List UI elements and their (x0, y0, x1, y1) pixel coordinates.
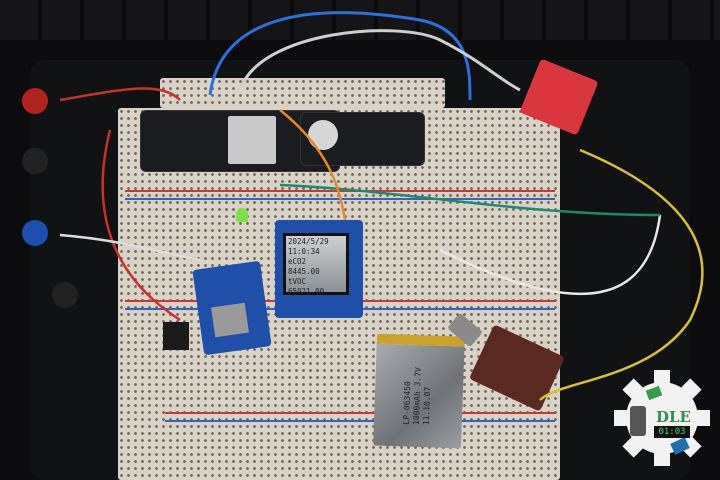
dle-logo: DLE 01:03 (612, 368, 712, 468)
white-wire-3 (59, 233, 201, 262)
orange-wire (279, 109, 347, 221)
lcd-co2-value: 8445.00 (288, 267, 320, 276)
blue-wire (208, 11, 472, 101)
logo-text: DLE (656, 408, 691, 426)
green-led (236, 208, 248, 222)
black-banana-jack (22, 148, 48, 174)
power-rail-blue-3 (165, 420, 555, 422)
lcd-co2-label: eCO2 (288, 257, 307, 266)
red-wire (59, 87, 181, 322)
wifi-module (228, 116, 276, 164)
red-banana-jack (22, 88, 48, 114)
breadboard-top-rail (160, 78, 445, 108)
coin-cell (308, 120, 338, 150)
keyboard-background (0, 0, 720, 40)
power-rail-red-3 (165, 412, 555, 414)
green-wire (279, 183, 661, 217)
lcd-voc-label: tVOC (288, 277, 307, 286)
slide-switch[interactable] (163, 322, 189, 350)
black-banana-jack-2 (52, 282, 78, 308)
white-wire (238, 29, 521, 92)
logo-clock-display: 01:03 (654, 426, 690, 438)
lcd-time: 11:0:34 (288, 247, 320, 256)
power-rail-red (125, 190, 555, 192)
lcd-voc-value: 65021.00 (288, 287, 325, 296)
tft-screen: 2024/5/29 11:0:34 eCO2 8445.00 tVOC 6502… (283, 233, 349, 296)
yellow-wire (539, 148, 704, 401)
white-wire-2 (439, 214, 662, 296)
lcd-date: 2024/5/29 (288, 237, 329, 246)
blue-banana-jack (22, 220, 48, 246)
